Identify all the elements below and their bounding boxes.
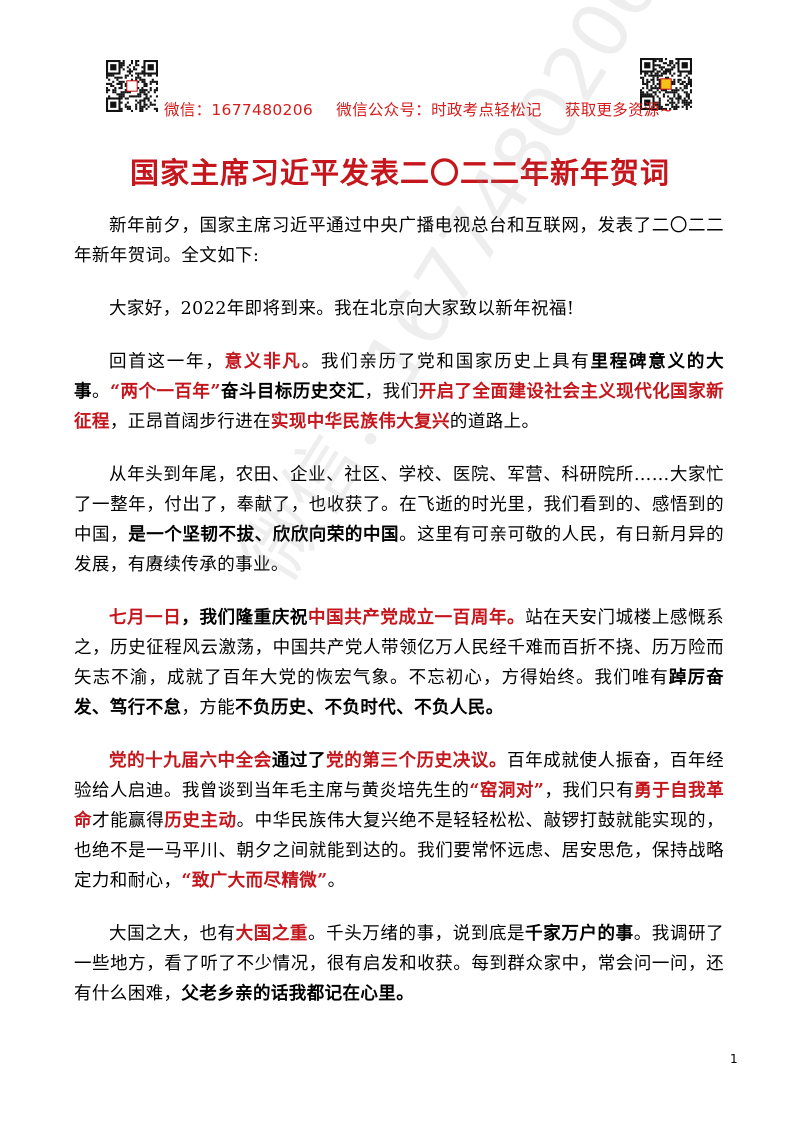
bold-text: 里程碑意义的大事 <box>74 352 724 402</box>
bold-text: 千家万户的事 <box>525 924 634 944</box>
contact-public-account: 微信公众号：时政考点轻松记 <box>336 101 542 119</box>
highlight-red-text: 七月一日 <box>109 608 182 628</box>
highlight-red-text: “窑洞对” <box>469 781 545 801</box>
bold-text: 父老乡亲的话我都记在心里。 <box>181 984 415 1004</box>
body-text: 。千头万绪的事，说到底是 <box>308 924 526 944</box>
qr-code-left <box>106 60 158 112</box>
body-text: 从年头到年尾，农田、企业、社区、学校、医院、军营、科研院所……大家忙了一整年，付… <box>74 465 724 545</box>
highlight-red-text: 历史主动 <box>164 811 237 831</box>
paragraph: 大国之大，也有大国之重。千头万绪的事，说到底是千家万户的事。我调研了一些地方，看… <box>74 919 724 1009</box>
bold-text: ，我们隆重庆祝 <box>181 608 309 628</box>
body-text: 的道路上。 <box>449 412 540 432</box>
body-text: 。我们亲历了党和国家历史上具有 <box>301 352 591 372</box>
body-text: 百年成就使人振奋，百年经验给人启迪。我曾谈到当年毛主席与黄炎培先生的 <box>74 751 724 801</box>
paragraph: 回首这一年，意义非凡。我们亲历了党和国家历史上具有里程碑意义的大事。“两个一百年… <box>74 347 724 437</box>
qr-code-right <box>640 58 692 110</box>
bold-text: 不负历史、不负时代、不负人民。 <box>235 698 504 718</box>
body-text: 。我调研了一些地方，看了听了不少情况，很有启发和收获。每到群众家中，常会问一问，… <box>74 924 724 1004</box>
body-text: 大国之大，也有 <box>109 924 236 944</box>
page-header: 微信：1677480206 微信公众号：时政考点轻松记 获取更多资源~ <box>0 0 800 130</box>
highlight-red-text: “致广大而尽精微” <box>181 871 328 891</box>
body-text: ，我们 <box>364 382 419 402</box>
body-text: 新年前夕，国家主席习近平通过中央广播电视总台和互联网，发表了二〇二二年新年贺词。… <box>74 216 724 266</box>
bold-text: 踔厉奋发、笃行不怠 <box>74 668 724 718</box>
highlight-red-text: 实现中华民族伟大复兴 <box>270 412 450 432</box>
body-text: 才能赢得 <box>92 811 165 831</box>
highlight-red-text: 党的第三个历史决议。 <box>326 751 508 771</box>
body-text: 大家好，2022年即将到来。我在北京向大家致以新年祝福! <box>109 299 575 319</box>
highlight-red-text: 中国共产党成立一百周年。 <box>308 608 526 628</box>
highlight-red-text: 意义非凡 <box>224 352 302 372</box>
paragraph: 大家好，2022年即将到来。我在北京向大家致以新年祝福! <box>74 294 724 324</box>
contact-wechat: 微信：1677480206 <box>164 101 314 119</box>
highlight-red-text: 勇于自我革命 <box>74 781 725 831</box>
paragraph: 七月一日，我们隆重庆祝中国共产党成立一百周年。站在天安门城楼上感慨系之，历史征程… <box>74 603 724 723</box>
paragraph: 党的十九届六中全会通过了党的第三个历史决议。百年成就使人振奋，百年经验给人启迪。… <box>74 746 724 896</box>
bold-text: 是一个坚韧不拔、欣欣向荣的中国 <box>128 525 400 545</box>
body-text: 。 <box>91 382 110 402</box>
paragraph: 从年头到年尾，农田、企业、社区、学校、医院、军营、科研院所……大家忙了一整年，付… <box>74 460 724 580</box>
contact-more-resources: 获取更多资源~ <box>564 101 673 119</box>
highlight-red-text: “两个一百年” <box>109 382 221 402</box>
body-text: 回首这一年， <box>109 352 225 372</box>
bold-text: 通过了 <box>271 751 327 771</box>
contact-line: 微信：1677480206 微信公众号：时政考点轻松记 获取更多资源~ <box>164 98 673 120</box>
bold-text: 奋斗目标历史交汇 <box>220 382 365 402</box>
body-text: ，方能 <box>181 698 236 718</box>
body-text: ，我们只有 <box>544 781 635 801</box>
body-text: 。 <box>327 871 346 891</box>
highlight-red-text: 大国之重 <box>235 924 309 944</box>
highlight-red-text: 党的十九届六中全会 <box>109 751 272 771</box>
document-body: 新年前夕，国家主席习近平通过中央广播电视总台和互联网，发表了二〇二二年新年贺词。… <box>74 211 724 1032</box>
body-text: 站在天安门城楼上感慨系之，历史征程风云激荡，中国共产党人带领亿万人民经千难而百折… <box>74 608 724 688</box>
body-text: 。这里有可亲可敬的人民，有日新月异的发展，有赓续传承的事业。 <box>74 525 725 575</box>
body-text: 。中华民族伟大复兴绝不是轻轻松松、敲锣打鼓就能实现的，也绝不是一马平川、朝夕之间… <box>74 811 724 891</box>
paragraph: 新年前夕，国家主席习近平通过中央广播电视总台和互联网，发表了二〇二二年新年贺词。… <box>74 211 724 271</box>
body-text: ，正昂首阔步行进在 <box>109 412 271 432</box>
document-title: 国家主席习近平发表二〇二二年新年贺词 <box>129 156 670 190</box>
page-number: 1 <box>730 1052 738 1066</box>
highlight-red-text: 开启了全面建设社会主义现代化国家新征程 <box>74 382 725 432</box>
